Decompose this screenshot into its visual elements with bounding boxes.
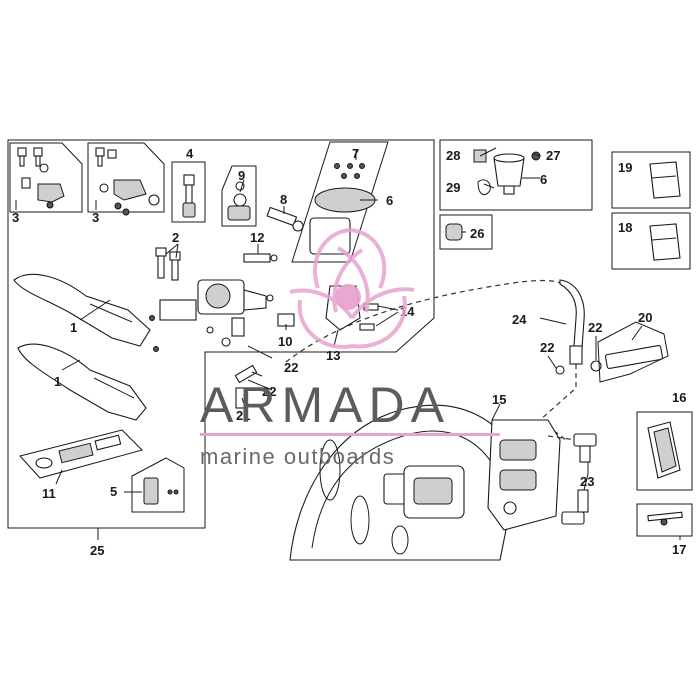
master-cylinder-assembly-frame: [7, 139, 435, 540]
screw-kit-right: [87, 142, 165, 216]
leader-lines: [15, 147, 681, 540]
reservoir-assembly-parts: [473, 149, 541, 196]
callout-2: 2: [172, 230, 179, 245]
kit-19-parts: [649, 161, 681, 199]
switch-kit-5: [131, 457, 185, 513]
fitting-ring: [221, 337, 231, 347]
callout-27: 27: [546, 148, 560, 163]
pins-17: [647, 511, 683, 526]
caliper-bolts-23: [561, 433, 597, 525]
callout-11: 11: [42, 486, 56, 501]
reservoir-kit-7: [291, 141, 389, 263]
part-26-grommet: [445, 223, 463, 241]
brake-lever-upper: [13, 273, 151, 347]
watermark-divider: [200, 433, 500, 436]
brake-caliper-15: [487, 419, 577, 531]
callout-17: 17: [672, 542, 686, 557]
brake-pad-kit-frame: [636, 411, 693, 491]
callout-23: 23: [580, 474, 594, 489]
callout-21: 21: [236, 408, 250, 423]
callout-1: 1: [70, 320, 77, 335]
callout-28: 28: [446, 148, 460, 163]
callout-9: 9: [238, 168, 245, 183]
callout-16: 16: [672, 390, 686, 405]
kit-18-parts: [649, 223, 681, 261]
callout-1: 1: [54, 374, 61, 389]
banjo-fittings-20-22: [555, 321, 669, 383]
kit-18-frame: [611, 212, 691, 270]
bolt-part-4: [171, 161, 206, 223]
fitting-dot: [149, 315, 155, 321]
callout-3: 3: [92, 210, 99, 225]
part-26-frame: [439, 214, 493, 250]
caliper-mount-bracket: [383, 465, 465, 519]
fitting-dot: [153, 346, 159, 352]
callout-10: 10: [278, 334, 292, 349]
callout-7: 7: [352, 146, 359, 161]
brake-hose-24: [285, 279, 585, 441]
pin-kit-frame: [636, 503, 693, 537]
callout-25: 25: [90, 543, 104, 558]
kit-19-frame: [611, 151, 691, 209]
callout-18: 18: [618, 220, 632, 235]
callout-29: 29: [446, 180, 460, 195]
callout-15: 15: [492, 392, 506, 407]
brake-lever-lower: [17, 343, 147, 421]
callout-labels: 1 1 2 3 3 4 5 6 7 8 9 10 11 12 13 14 15 …: [12, 146, 686, 558]
part-10: [266, 294, 295, 327]
callout-26: 26: [470, 226, 484, 241]
master-cylinder-body: [159, 279, 267, 337]
callout-19: 19: [618, 160, 632, 175]
callout-22: 22: [588, 320, 602, 335]
armada-logo-icon: [289, 228, 415, 349]
bolts-part-2: [155, 247, 181, 281]
banjo-bolt-8: [266, 206, 304, 232]
watermark-brand: ARMADA: [200, 377, 450, 433]
callout-24: 24: [512, 312, 527, 327]
callout-22: 22: [540, 340, 554, 355]
callout-12: 12: [250, 230, 264, 245]
callout-4: 4: [186, 146, 194, 161]
fitting-ring: [206, 326, 214, 334]
callout-6: 6: [540, 172, 547, 187]
callout-3: 3: [12, 210, 19, 225]
callout-8: 8: [280, 192, 287, 207]
repair-kit-11: [19, 429, 143, 479]
armada-watermark: ARMADA marine outboards: [200, 228, 500, 469]
callout-20: 20: [638, 310, 652, 325]
callout-22: 22: [262, 384, 276, 399]
armada-logo-center-icon: [335, 284, 361, 310]
watermark-tagline: marine outboards: [200, 444, 395, 469]
screw-kit-left: [9, 142, 83, 213]
callout-13: 13: [326, 348, 340, 363]
reservoir-kit-frame: [439, 139, 593, 211]
callout-6: 6: [386, 193, 393, 208]
brake-pads-16: [647, 421, 681, 479]
hose-parts-21-22: [234, 345, 273, 409]
switch-part-12: [243, 253, 278, 263]
callout-5: 5: [110, 484, 117, 499]
callout-22: 22: [284, 360, 298, 375]
seal-kit-9: [221, 165, 257, 227]
